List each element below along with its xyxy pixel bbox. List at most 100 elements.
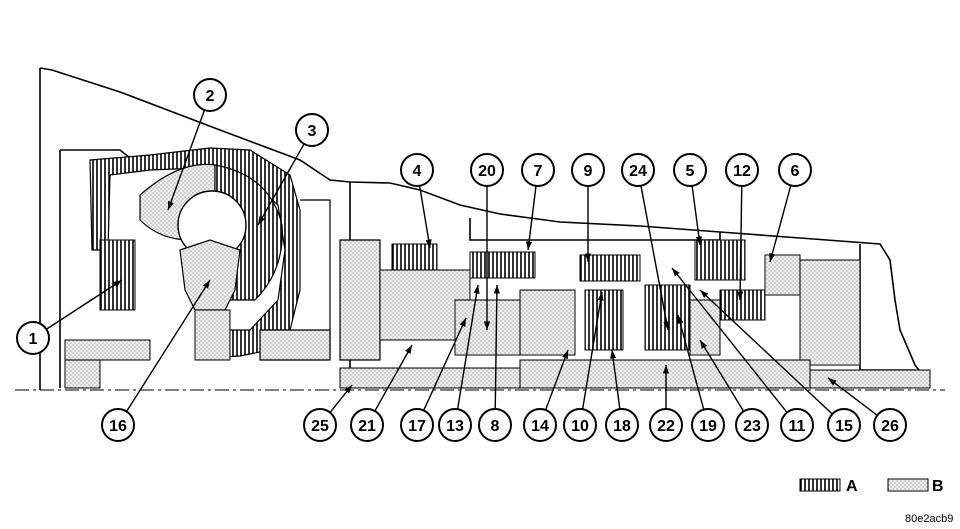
leader-arrowhead (584, 253, 592, 262)
leader-line (699, 289, 833, 415)
leader-line (769, 185, 792, 263)
leader-arrowhead (483, 321, 491, 330)
leader-line (544, 349, 569, 411)
leader-arrowhead (700, 340, 708, 349)
callout-9: 9 (571, 153, 605, 262)
callout-15: 15 (699, 289, 861, 442)
callout-circle (691, 408, 725, 442)
callout-16: 16 (101, 279, 211, 442)
callout-label: 20 (478, 163, 496, 180)
clutch-packs (391, 239, 801, 321)
callout-25: 25 (303, 384, 353, 442)
callout-circle (470, 153, 504, 187)
leader-arrowhead (737, 291, 744, 300)
callout-label: 12 (733, 163, 751, 180)
callout-label: 22 (657, 418, 675, 435)
leader-arrowhead (677, 315, 684, 324)
callout-label: 6 (791, 163, 800, 180)
callout-circle (438, 408, 472, 442)
callout-circle (873, 408, 907, 442)
callout-circle (571, 153, 605, 187)
callout-circle (649, 408, 683, 442)
callout-21: 21 (350, 344, 413, 442)
callout-label: 23 (743, 418, 761, 435)
callout-label: 26 (881, 418, 899, 435)
callout-label: 19 (699, 418, 717, 435)
leader-line (423, 317, 467, 411)
planetary-gearsets (379, 259, 861, 366)
callout-circle (400, 153, 434, 187)
callout-label: 14 (531, 418, 549, 435)
callout-circle (16, 321, 50, 355)
callout-18: 18 (605, 349, 639, 442)
leader-arrowhead (473, 285, 480, 294)
leader-line (418, 185, 431, 249)
callout-circle (605, 408, 639, 442)
callout-label: 16 (109, 418, 127, 435)
callout-7: 7 (521, 153, 555, 251)
callout-label: 7 (534, 163, 543, 180)
callout-label: 10 (571, 418, 589, 435)
callout-label: 25 (311, 418, 329, 435)
leader-line (494, 284, 498, 410)
callout-circle (563, 408, 597, 442)
leader-arrowhead (258, 216, 265, 225)
callout-10: 10 (563, 291, 604, 442)
callout-label: 3 (308, 123, 317, 140)
callout-label: 24 (629, 163, 647, 180)
leader-arrowhead (663, 321, 670, 330)
callout-circle (400, 408, 434, 442)
oil-pump-area (259, 199, 381, 361)
leader-arrowhead (769, 253, 776, 262)
callout-circle (735, 408, 769, 442)
leader-line (739, 185, 743, 301)
leader-line (827, 377, 878, 416)
figure-code: 80e2acb9 (905, 513, 953, 525)
leader-line (691, 185, 701, 246)
leader-line (611, 349, 621, 410)
leader-arrowhead (202, 280, 210, 289)
legend-label-a: A (846, 478, 858, 495)
callout-6: 6 (769, 153, 812, 263)
callout-label: 8 (491, 418, 500, 435)
callout-label: 4 (413, 163, 422, 180)
leader-arrowhead (597, 292, 604, 301)
leader-arrowhead (405, 345, 412, 354)
callout-circle (478, 408, 512, 442)
callout-circle (725, 153, 759, 187)
callout-12: 12 (725, 153, 759, 301)
callout-13: 13 (438, 284, 480, 442)
leader-line (167, 109, 206, 211)
callout-4: 4 (400, 153, 434, 249)
callout-24: 24 (621, 153, 670, 331)
callout-label: 18 (613, 418, 631, 435)
callout-11: 11 (671, 267, 814, 442)
callout-circle (303, 408, 337, 442)
leader-line (46, 279, 123, 330)
leader-line (527, 185, 537, 251)
leader-arrowhead (828, 378, 837, 386)
leader-arrowhead (168, 201, 174, 210)
legend-swatch-a (799, 478, 841, 492)
callout-circle (101, 408, 135, 442)
callout-26: 26 (827, 377, 907, 442)
callout-label: 9 (584, 163, 593, 180)
callout-19: 19 (677, 314, 725, 442)
legend-swatch-b (887, 478, 929, 492)
callout-23: 23 (699, 339, 769, 442)
leader-line (125, 279, 211, 412)
leader-arrowhead (525, 241, 533, 250)
callout-label: 11 (789, 418, 806, 435)
callout-circle (827, 408, 861, 442)
callout-label: 5 (686, 163, 695, 180)
leader-arrowhead (113, 280, 122, 288)
callout-label: 17 (408, 418, 426, 435)
callout-circle (523, 408, 557, 442)
leader-arrowhead (562, 350, 568, 359)
callout-circle (521, 153, 555, 187)
leader-arrowhead (662, 365, 670, 374)
callout-label: 1 (29, 331, 38, 348)
leader-arrowhead (695, 236, 702, 245)
callout-3: 3 (257, 113, 329, 226)
